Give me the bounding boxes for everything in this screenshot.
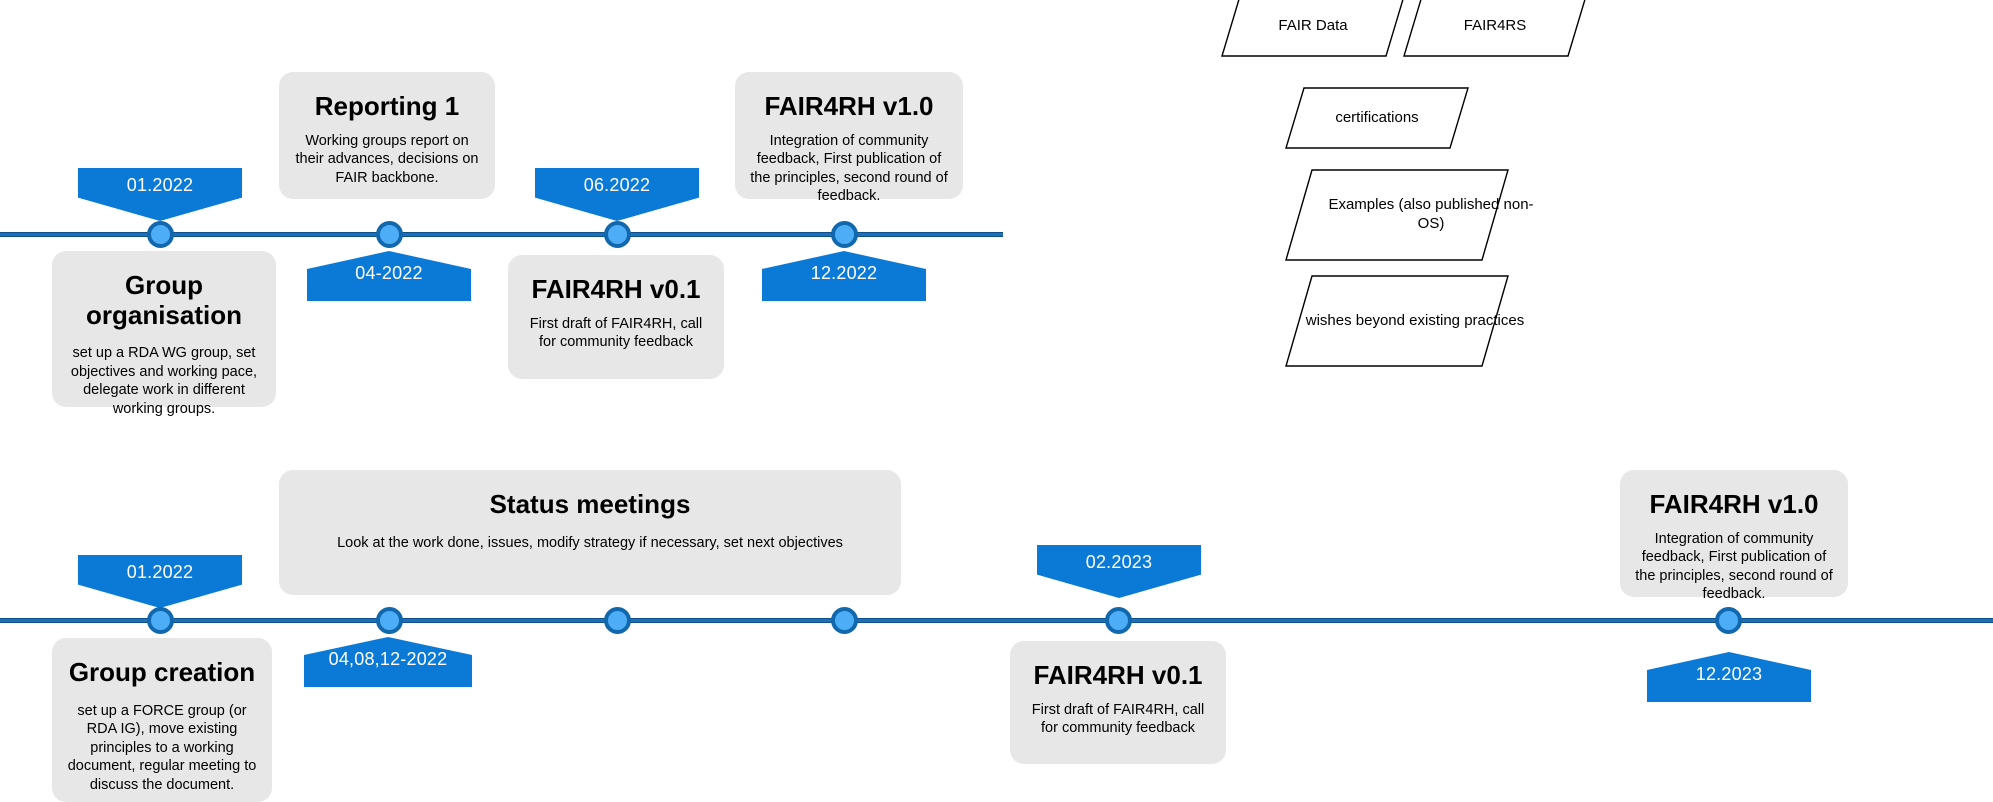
date-banner-label: 01.2022 bbox=[126, 562, 194, 582]
timeline-axis-bottom bbox=[0, 618, 1993, 623]
date-banner-06-2022-top[interactable]: 06.2022 bbox=[535, 168, 699, 221]
parallelogram-icon bbox=[1285, 169, 1509, 261]
card-title: Status meetings bbox=[489, 489, 691, 519]
timeline-axis-top bbox=[0, 232, 1003, 237]
timeline-node-top-1[interactable] bbox=[147, 221, 174, 248]
date-banner-label: 01.2022 bbox=[126, 175, 194, 195]
card-body: set up a RDA WG group, set objectives an… bbox=[70, 345, 258, 417]
timeline-node-top-3[interactable] bbox=[604, 221, 631, 248]
milestone-card-fair4rh-v01-bottom[interactable]: FAIR4RH v0.1 First draft of FAIR4RH, cal… bbox=[1010, 641, 1226, 764]
parallelogram-icon bbox=[1403, 0, 1586, 57]
note-shape-wishes[interactable]: wishes beyond existing practices bbox=[1285, 275, 1524, 367]
card-title: FAIR4RH v0.1 bbox=[531, 274, 701, 304]
parallelogram-icon bbox=[1285, 275, 1509, 367]
card-body: First draft of FAIR4RH, call for communi… bbox=[529, 315, 703, 351]
card-body: Integration of community feedback, First… bbox=[750, 132, 948, 205]
date-banner-label: 04-2022 bbox=[355, 263, 423, 283]
timeline-node-top-2[interactable] bbox=[376, 221, 403, 248]
milestone-card-status-meetings[interactable]: Status meetings Look at the work done, i… bbox=[279, 470, 901, 595]
milestone-card-group-creation[interactable]: Group creation set up a FORCE group (or … bbox=[52, 638, 272, 802]
milestone-card-group-organisation[interactable]: Group organisation set up a RDA WG group… bbox=[52, 251, 276, 417]
timeline-node-bottom-6[interactable] bbox=[1715, 607, 1742, 634]
parallelogram-icon bbox=[1221, 0, 1404, 57]
milestone-card-fair4rh-v10-bottom[interactable]: FAIR4RH v1.0 Integration of community fe… bbox=[1620, 470, 1848, 602]
milestone-card-reporting-1[interactable]: Reporting 1 Working groups report on the… bbox=[279, 72, 495, 199]
note-shape-examples[interactable]: Examples (also published non-OS) bbox=[1285, 169, 1534, 261]
date-banner-label: 12.2023 bbox=[1695, 664, 1763, 684]
card-title: Group creation bbox=[68, 657, 256, 687]
card-body: First draft of FAIR4RH, call for communi… bbox=[1031, 701, 1205, 737]
note-shape-fair-data[interactable]: FAIR Data bbox=[1221, 0, 1404, 57]
date-banner-label: 02.2023 bbox=[1085, 552, 1153, 572]
date-banner-04-2022-top[interactable]: 04-2022 bbox=[307, 251, 471, 301]
date-banner-12-2023-bottom[interactable]: 12.2023 bbox=[1647, 652, 1811, 702]
date-banner-01-2022-bottom[interactable]: 01.2022 bbox=[78, 555, 242, 608]
card-title: FAIR4RH v0.1 bbox=[1033, 660, 1203, 690]
date-banner-12-2022-top[interactable]: 12.2022 bbox=[762, 251, 926, 301]
timeline-node-bottom-4[interactable] bbox=[831, 607, 858, 634]
date-banner-label: 04,08,12-2022 bbox=[328, 649, 448, 669]
timeline-node-bottom-2[interactable] bbox=[376, 607, 403, 634]
date-banner-04-08-12-2022-bottom[interactable]: 04,08,12-2022 bbox=[304, 637, 472, 687]
milestone-card-fair4rh-v01-top[interactable]: FAIR4RH v0.1 First draft of FAIR4RH, cal… bbox=[508, 255, 724, 379]
card-body: Integration of community feedback, First… bbox=[1635, 530, 1833, 603]
milestone-card-fair4rh-v10-top[interactable]: FAIR4RH v1.0 Integration of community fe… bbox=[735, 72, 963, 204]
card-title: FAIR4RH v1.0 bbox=[1649, 489, 1819, 519]
date-banner-label: 12.2022 bbox=[810, 263, 878, 283]
timeline-node-top-4[interactable] bbox=[831, 221, 858, 248]
card-title: Reporting 1 bbox=[314, 91, 460, 121]
date-banner-02-2023-bottom[interactable]: 02.2023 bbox=[1037, 545, 1201, 598]
card-body: Look at the work done, issues, modify st… bbox=[337, 534, 843, 551]
note-shape-fair4rs[interactable]: FAIR4RS bbox=[1403, 0, 1586, 57]
date-banner-01-2022-top[interactable]: 01.2022 bbox=[78, 168, 242, 221]
timeline-node-bottom-3[interactable] bbox=[604, 607, 631, 634]
parallelogram-icon bbox=[1285, 87, 1469, 149]
card-title: FAIR4RH v1.0 bbox=[764, 91, 934, 121]
timeline-node-bottom-5[interactable] bbox=[1105, 607, 1132, 634]
date-banner-label: 06.2022 bbox=[583, 175, 651, 195]
card-title: Group organisation bbox=[85, 270, 242, 330]
note-shape-certifications[interactable]: certifications bbox=[1285, 87, 1469, 149]
card-body: set up a FORCE group (or RDA IG), move e… bbox=[67, 702, 257, 793]
card-body: Working groups report on their advances,… bbox=[295, 132, 479, 186]
timeline-node-bottom-1[interactable] bbox=[147, 607, 174, 634]
